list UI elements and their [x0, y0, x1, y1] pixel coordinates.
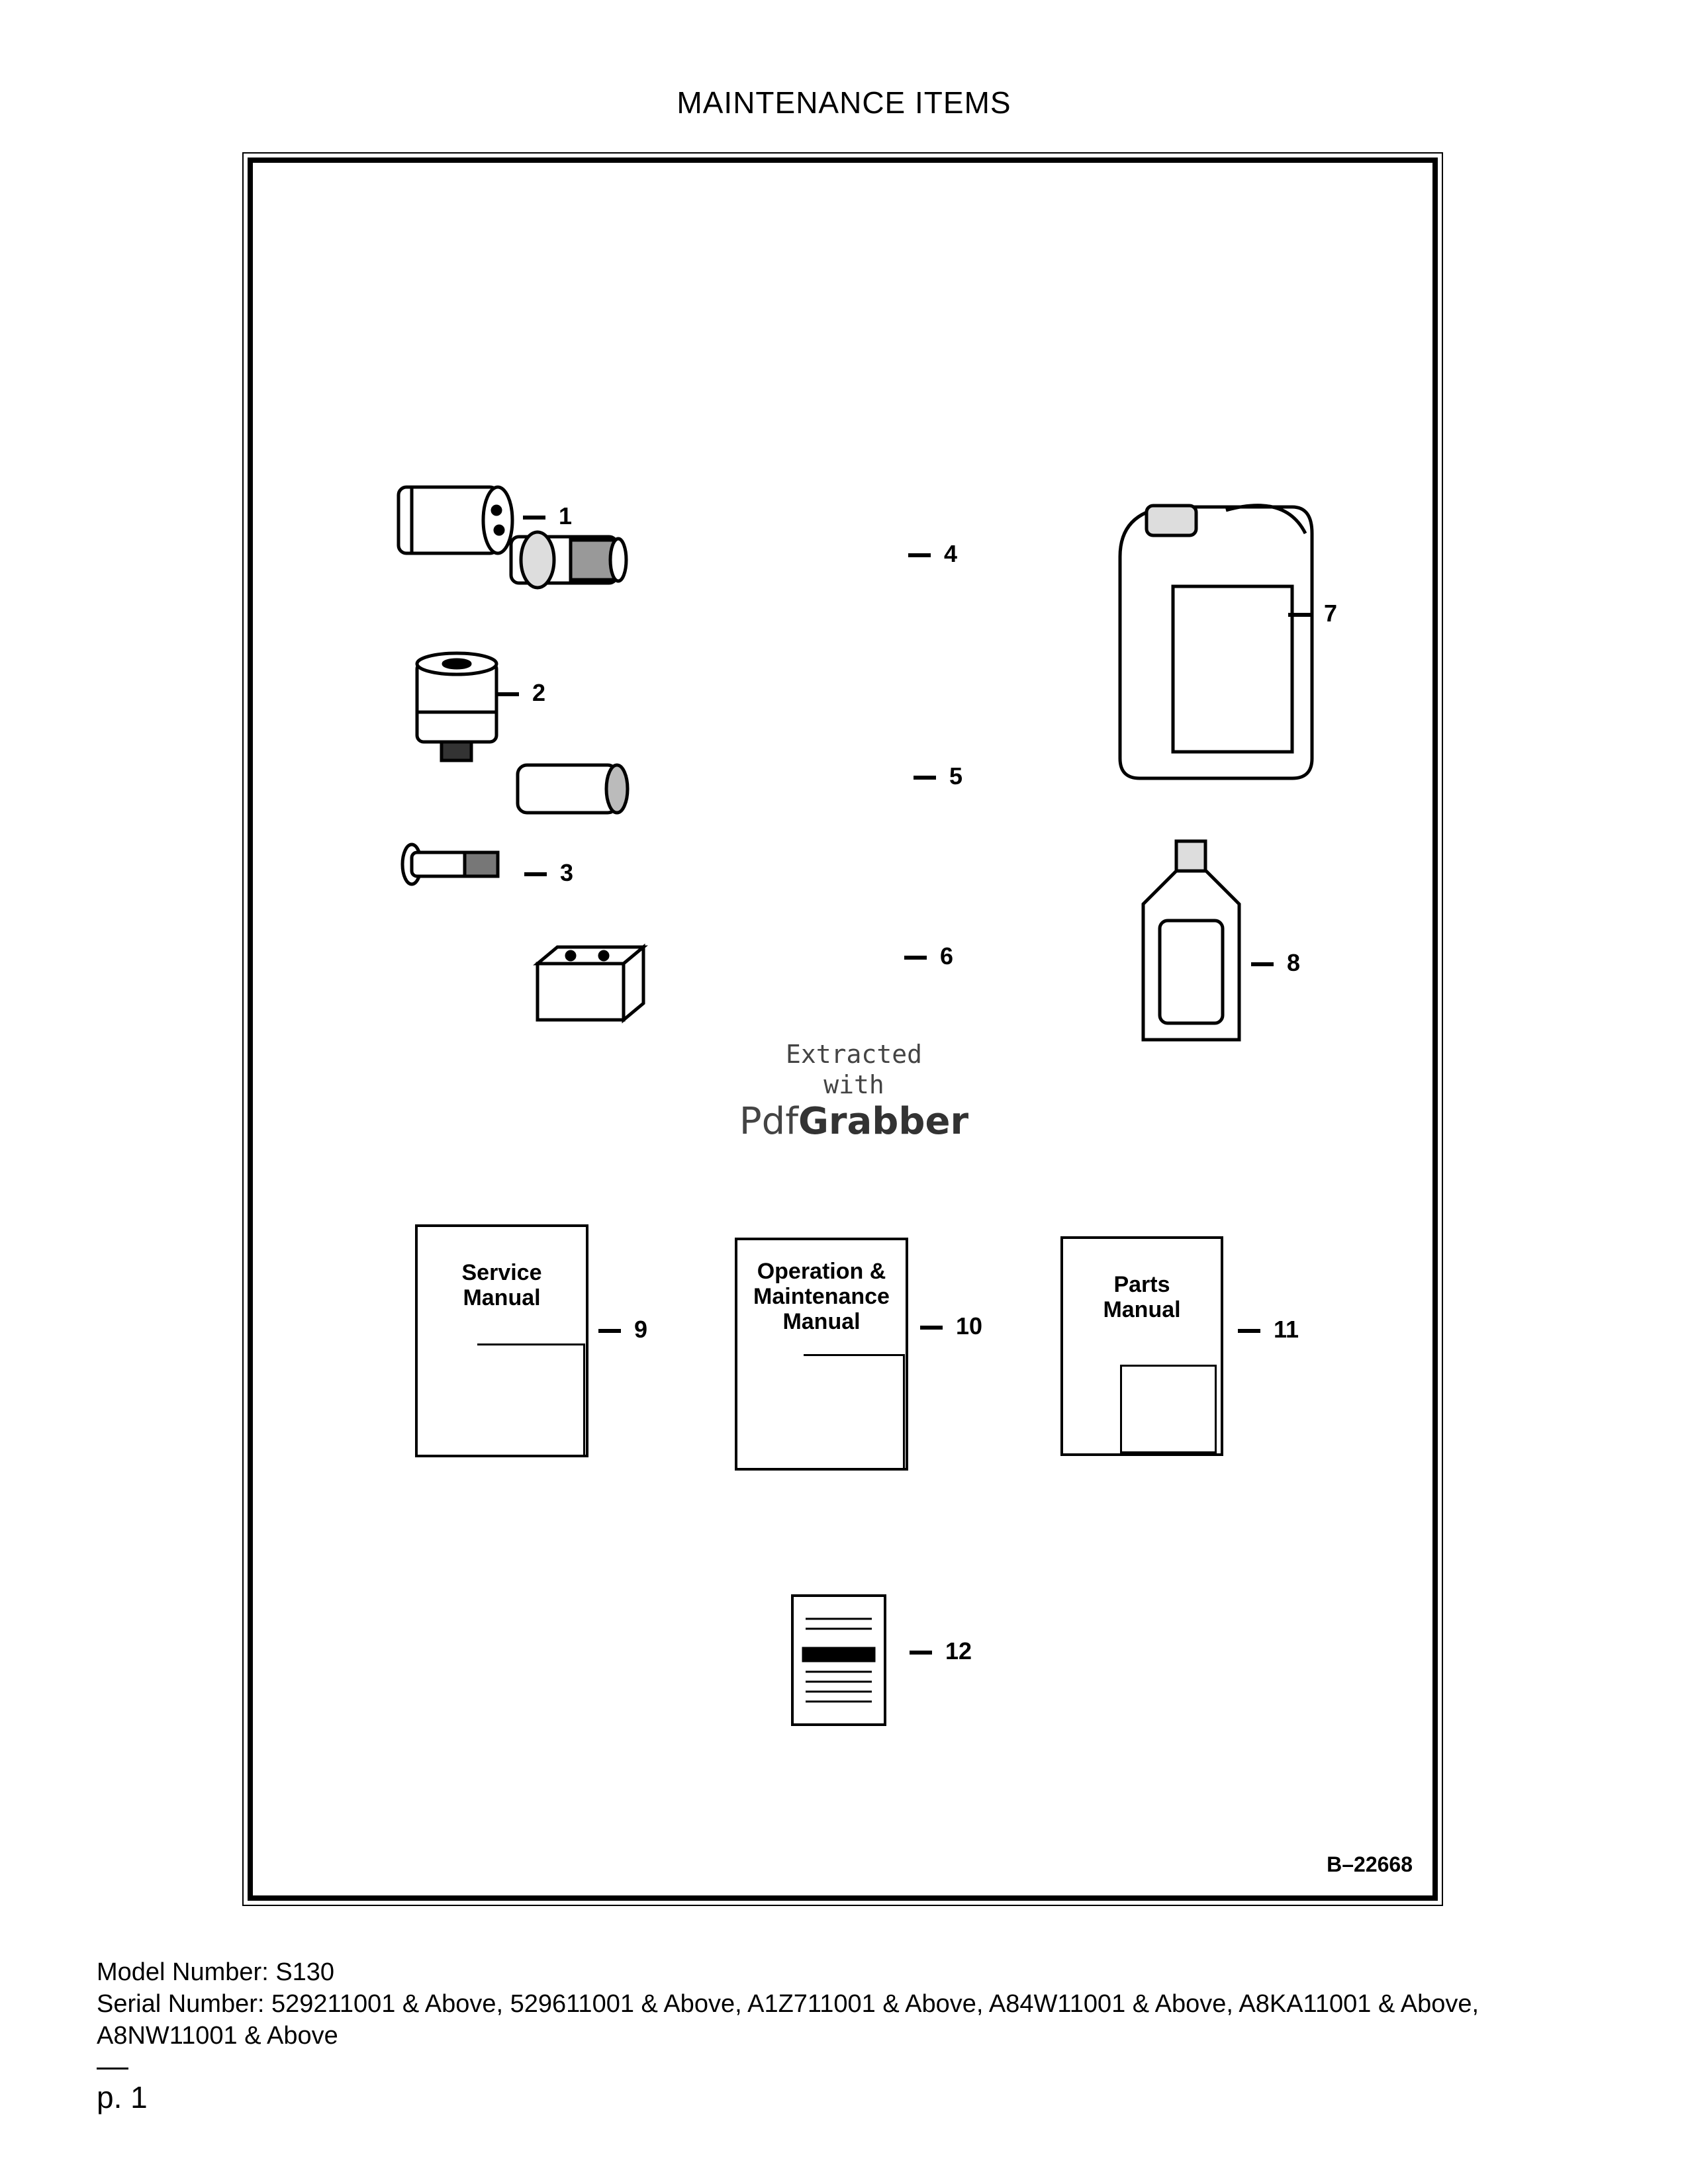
decal-icon — [791, 1594, 886, 1726]
callout-6: 6 — [904, 942, 953, 970]
pdfgrabber-watermark: Extracted with PdfGrabber — [728, 1039, 980, 1144]
callout-11: 11 — [1238, 1316, 1299, 1343]
page-number: p. 1 — [97, 2080, 148, 2115]
service-manual: Service Manual — [415, 1224, 588, 1457]
operation-manual: Operation & Maintenance Manual — [735, 1238, 908, 1471]
figure-code: B–22668 — [1327, 1852, 1413, 1876]
hydraulic-filter-icon — [516, 763, 630, 815]
callout-4: 4 — [908, 540, 957, 568]
callout-5: 5 — [914, 762, 962, 790]
callout-1: 1 — [523, 502, 572, 530]
oil-bottle-icon — [1141, 839, 1241, 1042]
maintenance-items-figure: 1 2 3 4 5 6 7 8 9 10 11 12 Service Manua… — [242, 152, 1443, 1906]
callout-8: 8 — [1251, 949, 1300, 977]
page-title: MAINTENANCE ITEMS — [677, 85, 1011, 120]
coolant-jug-icon — [1118, 504, 1314, 780]
breather-element-icon — [400, 842, 500, 886]
callout-9: 9 — [598, 1316, 647, 1343]
parts-illustration — [397, 485, 1314, 1726]
serial-number: Serial Number: 529211001 & Above, 529611… — [97, 1990, 1479, 2050]
oil-filter-icon — [397, 485, 514, 555]
fuel-filter-icon — [415, 651, 498, 762]
callout-7: 7 — [1288, 600, 1337, 627]
page-separator — [97, 2068, 128, 2070]
watermark-brand: PdfGrabber — [739, 1100, 969, 1143]
parts-manual: Parts Manual — [1060, 1236, 1223, 1456]
battery-icon — [533, 943, 648, 1024]
air-filter-icon — [509, 530, 628, 590]
manual-detail-box — [804, 1354, 905, 1469]
callout-3: 3 — [524, 859, 573, 887]
watermark-line-2: with — [823, 1070, 884, 1099]
manual-detail-box — [1120, 1365, 1217, 1453]
parts-manual-title: Parts Manual — [1103, 1272, 1181, 1322]
footer-info: Model Number: S130 Serial Number: 529211… — [97, 1956, 1593, 2052]
operation-manual-title: Operation & Maintenance Manual — [753, 1259, 890, 1334]
service-manual-title: Service Manual — [461, 1260, 542, 1310]
manual-detail-box — [477, 1343, 585, 1457]
model-number: Model Number: S130 — [97, 1958, 335, 1986]
watermark-line-1: Extracted — [786, 1040, 922, 1069]
callout-12: 12 — [910, 1637, 972, 1665]
callout-10: 10 — [920, 1312, 982, 1340]
callout-2: 2 — [496, 679, 545, 707]
